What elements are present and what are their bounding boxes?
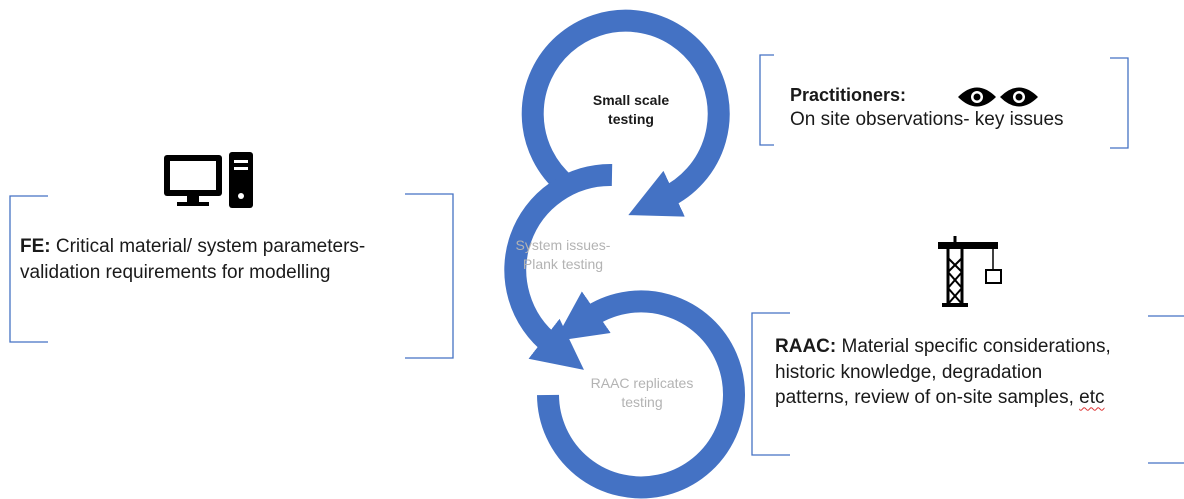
loop-middle-label: System issues- Plank testing xyxy=(498,236,628,274)
raac-bracket-right xyxy=(1148,315,1184,464)
fe-heading: FE: xyxy=(20,236,51,257)
crane-icon xyxy=(938,236,1002,307)
fe-text-line2: validation requirements for modelling xyxy=(20,261,331,283)
raac-text: RAAC: Material specific considerations, … xyxy=(775,334,1175,411)
fe-text: FE: Critical material/ system parameters… xyxy=(20,234,450,285)
loop-middle-label-line2: Plank testing xyxy=(522,255,604,272)
fe-bracket-right xyxy=(405,193,454,359)
practitioners-bracket-left xyxy=(759,54,774,146)
loop-bottom-label-line1: RAAC replicates xyxy=(590,375,694,391)
practitioners-bracket-right xyxy=(1110,57,1129,149)
raac-text-line3: patterns, review of on-site samples, xyxy=(775,387,1080,409)
loop-top-label-line2: testing xyxy=(608,110,654,127)
practitioners-text: On site observations- key issues xyxy=(790,109,1064,130)
loop-bottom-arrow xyxy=(537,290,745,499)
computer-icon xyxy=(164,152,253,208)
fe-line1: FE: Critical material/ system parameters… xyxy=(20,234,450,260)
raac-heading: RAAC: xyxy=(775,336,837,357)
loop-top-arrow xyxy=(521,9,730,217)
loop-bottom-label: RAAC replicates testing xyxy=(572,374,712,412)
loop-top-label-line1: Small scale xyxy=(592,92,670,108)
raac-bracket-left xyxy=(751,312,790,456)
raac-text-line2: historic knowledge, degradation xyxy=(775,361,1043,383)
loop-middle-label-line1: System issues- xyxy=(515,237,611,253)
eyes-icon xyxy=(958,87,1038,107)
loop-middle-arrow xyxy=(504,163,613,370)
raac-line3: patterns, review of on-site samples, etc xyxy=(775,385,1175,411)
raac-text-etc: etc xyxy=(1079,387,1105,409)
raac-line1: RAAC: Material specific considerations, xyxy=(775,334,1175,360)
fe-text-line1: Critical material/ system parameters- xyxy=(50,236,366,257)
raac-text-line1: Material specific considerations, xyxy=(836,336,1111,357)
loop-top-label: Small scale testing xyxy=(583,91,679,129)
fe-bracket-left xyxy=(9,195,48,343)
loop-bottom-label-line2: testing xyxy=(621,393,663,410)
practitioners-heading: Practitioners: xyxy=(790,85,907,105)
